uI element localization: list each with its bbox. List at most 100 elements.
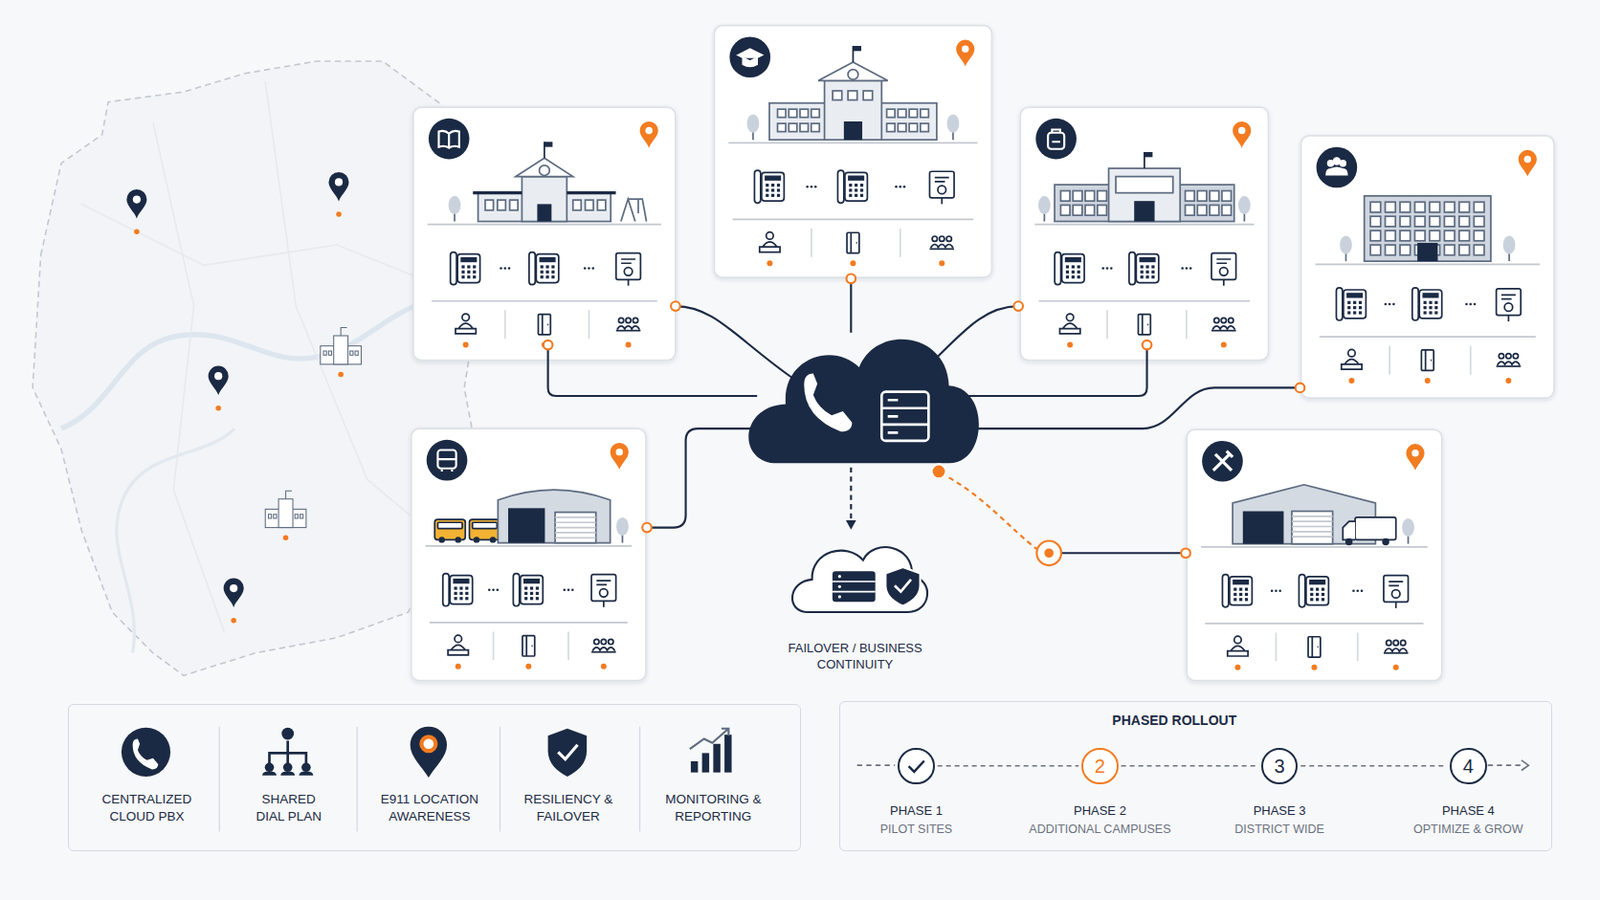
timeline-connector [1121, 765, 1259, 768]
panel-stem [1508, 315, 1511, 322]
door-slat [1291, 535, 1334, 538]
divider [1107, 310, 1187, 339]
window [1385, 230, 1397, 242]
phone-key [1239, 598, 1243, 601]
status-dot [938, 260, 945, 267]
window [920, 123, 930, 133]
phone-key [1358, 301, 1362, 305]
window [777, 109, 787, 118]
group-icon [932, 236, 937, 242]
wheel [489, 536, 496, 543]
window [1459, 230, 1470, 242]
window [1085, 191, 1095, 202]
phase-circle: 3PHASE 3DISTRICT WIDE [1261, 748, 1298, 785]
hierarchy-icon [265, 763, 275, 774]
panel-line [1388, 581, 1403, 586]
garage-door [1291, 511, 1334, 545]
tree [616, 517, 629, 536]
window [1385, 244, 1397, 256]
phone-key [1066, 265, 1069, 268]
door-slat [1291, 526, 1334, 529]
shield-check [894, 579, 912, 593]
window [909, 123, 918, 133]
tree [448, 196, 462, 215]
group-icon [632, 317, 638, 323]
group-icon [600, 639, 606, 645]
divider [1389, 346, 1471, 376]
phone-key [1140, 275, 1144, 279]
phone-key [777, 188, 780, 192]
ellipsis-dot [903, 185, 907, 189]
door-slat [555, 532, 597, 534]
window [1414, 216, 1425, 227]
door-icon [850, 232, 857, 253]
card-frame [411, 428, 646, 682]
ellipsis-dot [1392, 303, 1396, 307]
window [788, 109, 798, 118]
truck-box [1355, 517, 1397, 540]
door-icon [1421, 350, 1434, 371]
truck-cab [1342, 521, 1356, 540]
handset [1129, 252, 1135, 286]
ellipsis-dot [591, 266, 595, 270]
bar-icon [724, 734, 732, 773]
phone-key [765, 194, 769, 198]
ellipsis-dot [1360, 589, 1364, 593]
ground-line [427, 223, 662, 226]
group-icon [618, 317, 623, 323]
ellipsis-dot [898, 185, 902, 189]
group-icon [616, 330, 642, 333]
group-icon [625, 317, 631, 323]
phone-key [1140, 270, 1144, 274]
site-card [1020, 107, 1268, 361]
ellipsis-dot [587, 266, 591, 270]
phone-key [854, 188, 858, 192]
book-glyph [439, 131, 460, 149]
ellipsis-dot [583, 266, 587, 270]
link-endpoint [1295, 383, 1306, 394]
bus-window [437, 522, 463, 529]
door-panel [929, 171, 955, 199]
roof [818, 62, 889, 81]
divider [1275, 632, 1357, 662]
panel-button [623, 267, 633, 277]
site-icon-badge [1035, 118, 1077, 160]
panel-stem [602, 600, 605, 607]
window [1400, 216, 1411, 227]
pin-hole [229, 584, 238, 593]
phone-body [457, 254, 480, 284]
phone-screen [764, 176, 781, 181]
group-icon [591, 651, 617, 654]
ellipsis-dot [814, 185, 818, 189]
window [597, 200, 606, 211]
phone-key [765, 183, 769, 187]
window [585, 200, 595, 211]
window [300, 514, 304, 519]
staff-icon [1348, 349, 1356, 356]
phase-number: 3 [1263, 750, 1296, 783]
phone-key [777, 183, 780, 187]
phone-key [1071, 275, 1075, 279]
window [832, 90, 843, 101]
phone-body [535, 254, 558, 284]
phone-key [1321, 588, 1325, 592]
cloud-shape [792, 547, 928, 613]
link-line [548, 347, 758, 397]
ground-line [1314, 263, 1540, 266]
phone-handset [803, 373, 852, 432]
window [1473, 201, 1485, 213]
phone-key [1428, 301, 1432, 305]
window [1370, 216, 1381, 227]
phone-body [1062, 254, 1085, 284]
status-dot [525, 664, 532, 670]
window [897, 123, 907, 133]
phone-screen [1139, 257, 1156, 263]
e911-pin-icon [421, 736, 436, 752]
group-icon [1393, 640, 1399, 645]
link-endpoint [932, 464, 947, 479]
phone-body [1229, 577, 1252, 606]
window [1222, 191, 1232, 202]
phone-key [545, 275, 549, 279]
panel-stem [627, 279, 630, 286]
phase-subtitle: DISTRICT WIDE [1234, 822, 1325, 838]
